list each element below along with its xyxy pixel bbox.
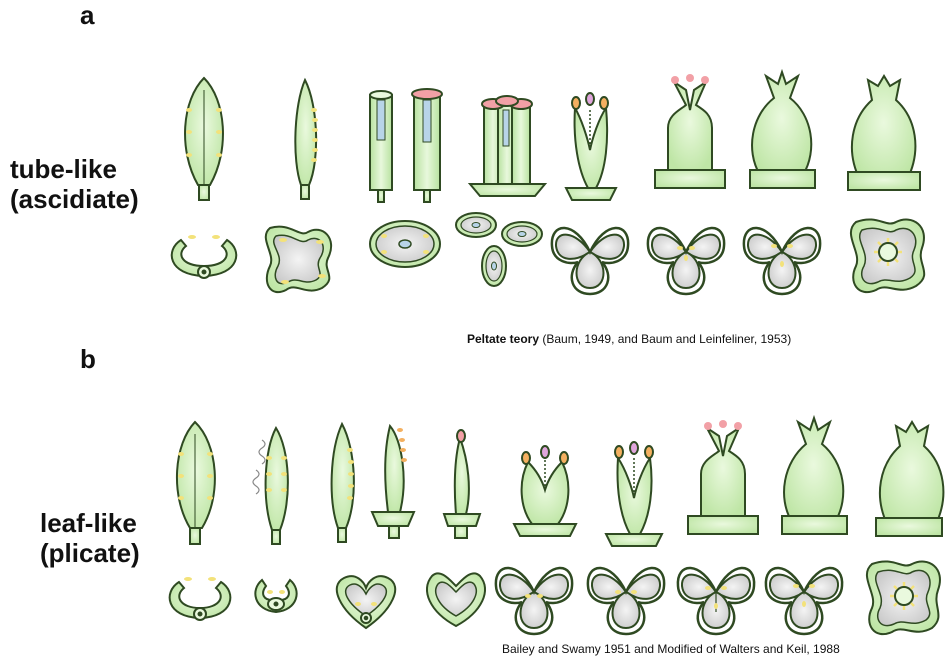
a-cross-1 xyxy=(172,235,236,278)
b-leaf-1 xyxy=(177,422,215,544)
b-cross-3 xyxy=(337,576,395,628)
a-tube-1 xyxy=(370,91,392,202)
a-cross-2 xyxy=(266,227,331,292)
b-pistil-4 xyxy=(782,418,847,534)
a-tube-2 xyxy=(412,89,442,202)
b-cross-4 xyxy=(427,573,485,626)
b-pistil-2 xyxy=(606,442,662,546)
b-cross-9 xyxy=(867,561,940,634)
b-cross-2 xyxy=(255,580,296,612)
a-cross-6 xyxy=(648,228,724,294)
b-pistil-5 xyxy=(876,422,943,536)
a-leaf-1 xyxy=(185,78,223,200)
b-leaf-3 xyxy=(332,424,354,542)
b-cross-6 xyxy=(588,568,664,634)
a-pistil-3 xyxy=(750,72,815,188)
a-pistil-1 xyxy=(566,93,616,200)
b-pistil-3 xyxy=(688,420,758,534)
b-cross-8 xyxy=(766,568,842,634)
b-cross-7 xyxy=(678,568,754,634)
panel-a-side-views xyxy=(185,72,920,202)
b-leaf-2 xyxy=(253,428,288,544)
a-cross-8 xyxy=(851,219,924,292)
a-leaf-2 xyxy=(295,80,318,199)
a-cross-5 xyxy=(552,228,628,294)
a-cross-4 xyxy=(456,213,542,286)
b-cross-5 xyxy=(496,568,572,634)
panel-b-side-views xyxy=(177,418,943,546)
a-cross-7 xyxy=(744,228,820,294)
a-pistil-2 xyxy=(655,74,725,188)
panel-b-cross-sections xyxy=(170,561,940,634)
a-cross-3 xyxy=(370,221,440,267)
b-folded-2 xyxy=(444,430,480,538)
b-cross-1 xyxy=(170,577,231,620)
panel-a-cross-sections xyxy=(172,213,924,294)
b-folded-1 xyxy=(372,426,414,538)
b-pistil-1 xyxy=(514,446,576,536)
a-tubes-three xyxy=(470,96,545,196)
a-pistil-4 xyxy=(848,76,920,190)
